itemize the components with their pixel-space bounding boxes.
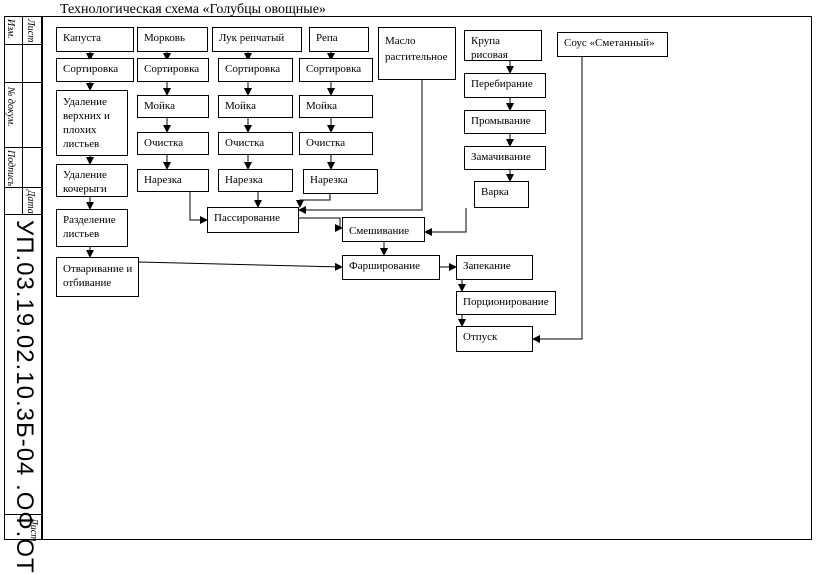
node-ochistka-luk: Очистка: [218, 132, 293, 155]
connector: [299, 217, 343, 232]
node-otvarivanie: Отваривание и отбивание: [56, 257, 139, 297]
connector: [532, 57, 583, 343]
connector: [138, 261, 343, 271]
node-krupa: Крупа рисовая: [464, 30, 542, 61]
stamp-column: [4, 16, 42, 540]
connector: [189, 192, 208, 224]
node-razdelenie: Разделение листьев: [56, 209, 128, 247]
node-sort-repa: Сортировка: [299, 58, 373, 82]
node-farshirovanie: Фарширование: [342, 255, 440, 280]
node-repa: Репа: [309, 27, 369, 52]
node-sort-luk: Сортировка: [218, 58, 293, 82]
stamp-divider: [4, 44, 42, 45]
stamp-divider: [4, 82, 42, 83]
connector: [424, 208, 467, 236]
node-zamachivanie: Замачивание: [464, 146, 546, 170]
node-udalenie-listev: Удаление верхних и плохих листьев: [56, 90, 128, 156]
node-moika-repa: Мойка: [299, 95, 373, 118]
node-moika-luk: Мойка: [218, 95, 293, 118]
node-udalenie-kocheryg: Удаление кочерыги: [56, 164, 128, 197]
node-smeshivanie: Смешивание: [342, 217, 425, 242]
node-porcionirovanie: Порционирование: [456, 291, 556, 315]
stamp-divider: [4, 147, 42, 148]
stamp-divider: [4, 187, 42, 188]
connector: [298, 80, 423, 214]
node-varka: Варка: [474, 181, 529, 208]
node-narezka-repa: Нарезка: [303, 169, 378, 194]
connector: [296, 194, 331, 208]
node-maslo: Масло растительное: [378, 27, 456, 80]
node-sort-morkov: Сортировка: [137, 58, 209, 82]
node-morkov: Морковь: [137, 27, 208, 52]
node-kapusta: Капуста: [56, 27, 134, 52]
node-narezka-morkov: Нарезка: [137, 169, 209, 192]
node-luk: Лук репчатый: [212, 27, 302, 52]
node-promyvanie: Промывание: [464, 110, 546, 134]
node-perebiranie: Перебирание: [464, 73, 546, 98]
node-otpusk: Отпуск: [456, 326, 533, 352]
node-moika-morkov: Мойка: [137, 95, 209, 118]
stamp-divider: [4, 214, 42, 215]
node-sous: Соус «Сметанный»: [557, 32, 668, 57]
node-zapekanie: Запекание: [456, 255, 533, 280]
node-narezka-luk: Нарезка: [218, 169, 293, 192]
diagram-title: Технологическая схема «Голубцы овощные»: [60, 2, 326, 17]
stamp-divider: [4, 514, 42, 515]
stamp-divider: [22, 16, 23, 214]
node-ochistka-morkov: Очистка: [137, 132, 209, 155]
node-ochistka-repa: Очистка: [299, 132, 373, 155]
node-sort-kapusta: Сортировка: [56, 58, 134, 82]
drawing-frame: [42, 16, 812, 540]
node-passirovanie: Пассирование: [207, 207, 299, 233]
